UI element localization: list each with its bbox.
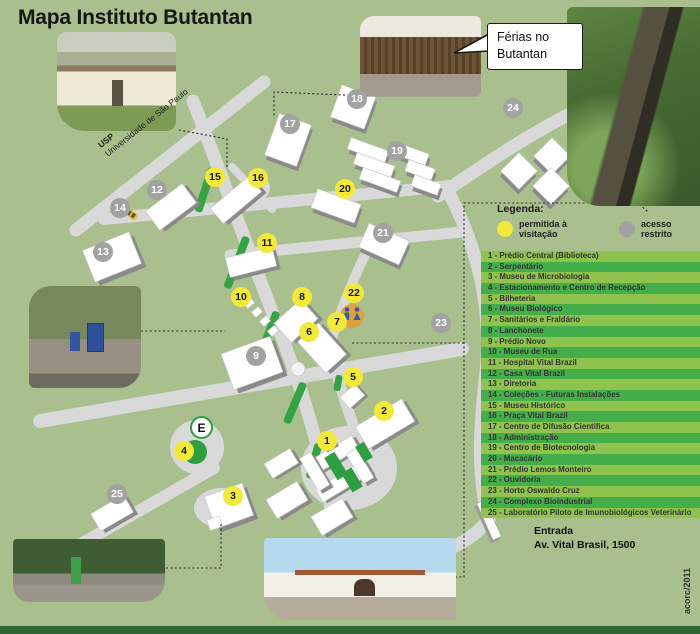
legend-panel: Legenda: permitida à visitação acesso re… [481,200,700,519]
connector-lines [141,91,649,578]
photo-wooden-facade [360,16,481,97]
legend-item-1: 1 - Prédio Central (Biblioteca) [481,251,700,262]
restricted-access-label: acesso restrito [641,219,673,239]
legend-item-2: 2 - Serpentário [481,261,700,273]
legend-key: permitida à visitação acesso restrito [497,219,700,239]
legend-item-3: 3 - Museu de Microbiologia [481,272,700,284]
legend-item-24: 24 - Complexo Bioindustrial [481,496,700,508]
photo-sign-panel [70,331,81,351]
entrance-line1: Entrada [534,525,574,537]
legend-item-7: 7 - Sanitários e Fraldário [481,315,700,326]
legend-title: Legenda: [497,203,544,215]
photo-historic-building [57,32,176,131]
legend-items: 1 - Prédio Central (Biblioteca)2 - Serpe… [481,251,700,519]
legend-item-10: 10 - Museu de Rua [481,347,700,358]
page-title: Mapa Instituto Butantan [18,6,253,29]
callout-text: Férias no Butantan [497,30,550,61]
restroom-icon [340,304,364,328]
restricted-access-dot [619,221,636,237]
callout-tail [453,33,490,54]
legend-item-4: 4 - Estacionamento e Centro de Recepção [481,283,700,294]
photo-sign-panel [87,322,105,352]
photo-monument [70,556,81,584]
legend-item-23: 23 - Horto Oswaldo Cruz [481,486,700,497]
legend-item-11: 11 - Hospital Vital Brazil [481,357,700,369]
open-access-dot [497,221,513,237]
open-access-label: permitida à visitação [519,219,568,239]
entrance-label: Entrada Av. Vital Brasil, 1500 [534,524,635,552]
legend-item-16: 16 - Praça Vital Brazil [481,411,700,422]
legend-item-15: 15 - Museu Histórico [481,400,700,412]
photo-detail [111,79,123,106]
legend-item-12: 12 - Casa Vital Brazil [481,368,700,380]
courtyards [324,441,373,493]
legend-item-14: 14 - Coleções - Futuras Instalações [481,389,700,401]
road-usp [69,75,271,237]
photo-canopy-walkway [567,7,700,206]
roundabout-green [183,440,207,464]
photo-roof [294,569,426,575]
mini-roundabout [290,361,306,377]
legend-item-21: 21 - Prédio Lemos Monteiro [481,464,700,476]
legend-item-17: 17 - Centro de Difusão Científica [481,422,700,433]
legend-item-20: 20 - Macacário [481,454,700,465]
legend-item-5: 5 - Bilheteria [481,293,700,305]
legend-item-6: 6 - Museu Biológico [481,304,700,316]
legend-item-8: 8 - Lanchonete [481,325,700,337]
parking-marker: E [190,416,213,439]
legend-item-13: 13 - Diretoria [481,379,700,390]
legend-item-25: 25 - Laboratório Piloto de Imunobiológic… [481,507,700,519]
legend-item-9: 9 - Prédio Novo [481,336,700,348]
photo-colonial-building [264,538,456,620]
callout-ferias: Férias no Butantan [487,23,583,70]
photo-street-museum [29,286,141,388]
photo-door [354,579,376,596]
credit-text: acorc/2011 [682,567,692,614]
legend-item-18: 18 - Administração [481,432,700,444]
legend-item-19: 19 - Centro de Biotecnologia [481,443,700,455]
legend-item-22: 22 - Ouvidoria [481,475,700,487]
entrance-line2: Av. Vital Brasil, 1500 [534,539,636,552]
photo-park-entrance [13,539,165,602]
footer-strip [0,626,700,634]
